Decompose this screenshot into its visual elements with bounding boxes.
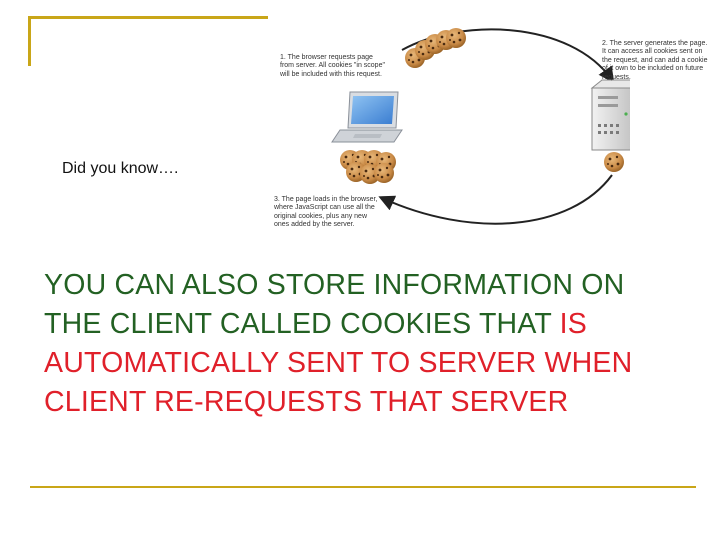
response-arrow [378,174,613,225]
decorative-top-rule [28,16,268,19]
new-cookie-icon [604,152,624,172]
laptop-icon [331,91,403,143]
step-1-caption: 1. The browser requests page from server… [280,54,385,78]
decorative-vertical-rule [28,16,31,66]
slide-headline: YOU CAN ALSO STORE INFORMATION ON THE CL… [44,266,684,422]
step-2-caption: 2. The server generates the page. It can… [602,40,708,81]
cookie-flow-graphic [331,28,630,225]
cookie-stack-request-icon [405,28,466,68]
slide-subtitle: Did you know…. [62,160,179,177]
cookie-flow-diagram: 1. The browser requests page from server… [270,10,707,245]
cookie-stack-response-icon [340,150,396,184]
headline-part-highlight: IS AUTOMATICALLY SENT TO SERVER WHEN CLI… [44,308,633,418]
request-arrow [401,28,615,84]
decorative-bottom-rule [30,486,696,488]
server-icon [590,79,630,151]
step-3-caption: 3. The page loads in the browser, where … [274,196,378,229]
headline-part-normal: YOU CAN ALSO STORE INFORMATION ON THE CL… [44,269,625,340]
